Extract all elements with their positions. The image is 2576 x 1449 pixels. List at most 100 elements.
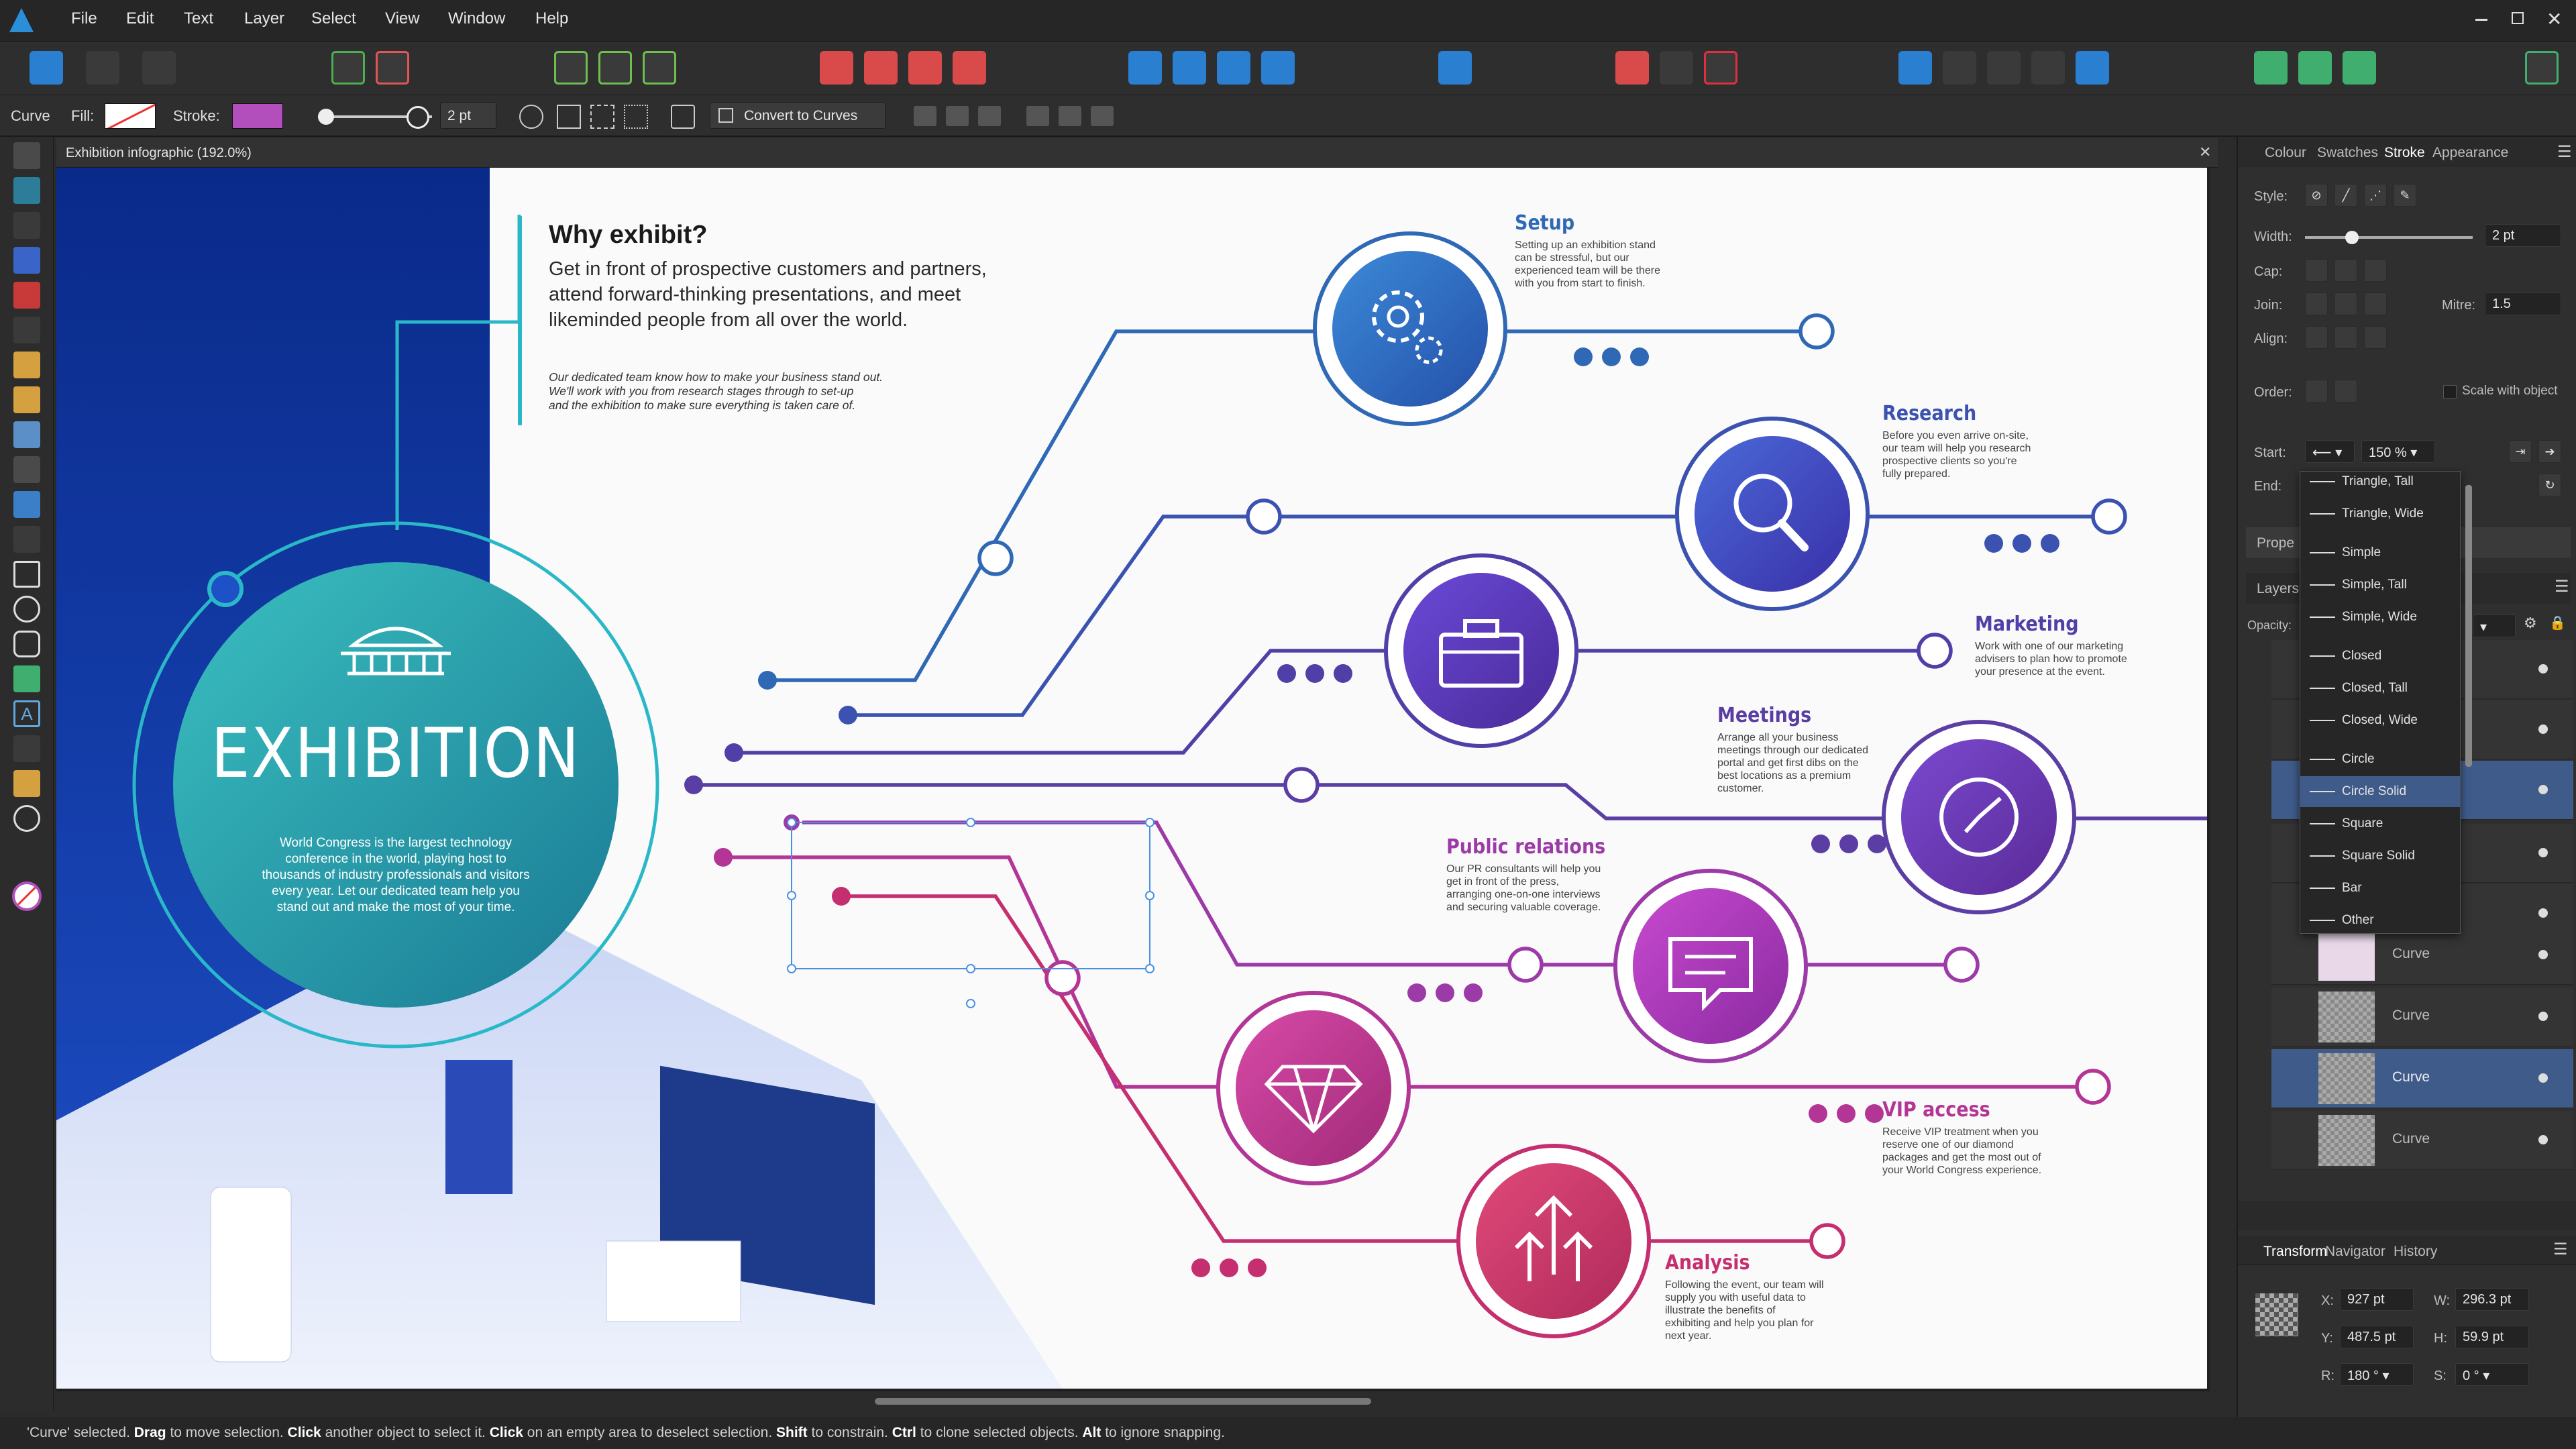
tab-history[interactable]: History	[2394, 1244, 2438, 1259]
arrange-group-icon[interactable]	[2076, 51, 2109, 85]
transparency-tool-icon[interactable]	[13, 456, 40, 483]
cycle-selection-icon[interactable]	[671, 105, 695, 129]
arrowhead-option[interactable]: Simple	[2300, 537, 2460, 568]
rotation-field[interactable]: 180 ° ▾	[2340, 1363, 2414, 1386]
w-field[interactable]: 296.3 pt	[2455, 1288, 2529, 1311]
boolean-divide-icon[interactable]	[953, 51, 986, 85]
join-bevel-icon[interactable]	[2364, 292, 2387, 315]
align-center-stroke-icon[interactable]	[2305, 326, 2328, 349]
flip-horizontal-icon[interactable]	[1128, 51, 1162, 85]
align-center-icon[interactable]	[946, 106, 969, 126]
arrowhead-option[interactable]: Closed, Tall	[2300, 673, 2460, 704]
assistant-icon[interactable]	[2254, 51, 2288, 85]
tab-navigator[interactable]: Navigator	[2325, 1244, 2385, 1259]
arrowhead-option[interactable]: Closed, Wide	[2300, 705, 2460, 736]
align-top-icon[interactable]	[1026, 106, 1049, 126]
layer-row[interactable]: Curve	[2271, 987, 2573, 1046]
stroke-swatch[interactable]	[232, 103, 283, 129]
scale-with-object-checkbox[interactable]	[2443, 385, 2457, 398]
flip-vertical-icon[interactable]	[1173, 51, 1206, 85]
join-round-icon[interactable]	[2334, 292, 2357, 315]
layers-menu-icon[interactable]: ☰	[2555, 578, 2569, 596]
tab-layers[interactable]: Layers	[2257, 581, 2300, 596]
arrowhead-option[interactable]: Circle Solid	[2300, 776, 2460, 807]
cap-square-icon[interactable]	[2364, 259, 2387, 282]
align-right-icon[interactable]	[978, 106, 1001, 126]
insert-inside-icon[interactable]	[643, 51, 676, 85]
layer-row-selected[interactable]: Curve	[2271, 1049, 2573, 1108]
transform-menu-icon[interactable]: ☰	[2553, 1240, 2568, 1258]
order-stroke-front-icon[interactable]	[2334, 380, 2357, 402]
arrange-forward-icon[interactable]	[1943, 51, 1976, 85]
width-slider[interactable]	[318, 106, 432, 129]
arrowhead-option[interactable]: Bar	[2300, 873, 2460, 904]
arrowhead-option[interactable]: Other	[2300, 905, 2460, 936]
place-image-tool-icon[interactable]	[13, 491, 40, 518]
colour-picker-tool-icon[interactable]	[13, 735, 40, 762]
tab-stroke[interactable]: Stroke	[2384, 145, 2425, 160]
boolean-intersect-icon[interactable]	[908, 51, 942, 85]
stroke-brush-icon[interactable]: ✎	[2394, 184, 2416, 207]
shear-field[interactable]: 0 ° ▾	[2455, 1363, 2529, 1386]
restore-button[interactable]	[2512, 12, 2524, 24]
rotate-right-icon[interactable]	[1261, 51, 1295, 85]
menu-help[interactable]: Help	[535, 9, 569, 28]
arrowhead-option[interactable]: Square	[2300, 808, 2460, 839]
arrowhead-option[interactable]: Simple, Tall	[2300, 570, 2460, 600]
pen-tool-icon[interactable]	[13, 317, 40, 343]
horizontal-scrollbar[interactable]	[875, 1398, 1371, 1405]
layer-settings-icon[interactable]: ⚙	[2524, 614, 2537, 631]
artboard-tool-icon[interactable]	[13, 177, 40, 204]
fill-swatch[interactable]	[105, 103, 156, 129]
dropdown-scrollbar[interactable]	[2465, 485, 2472, 767]
join-miter-icon[interactable]	[2305, 292, 2328, 315]
bounding-box-icon[interactable]	[557, 105, 581, 129]
h-field[interactable]: 59.9 pt	[2455, 1326, 2529, 1348]
align-outside-stroke-icon[interactable]	[2364, 326, 2387, 349]
insert-behind-icon[interactable]	[554, 51, 588, 85]
app-logo-icon[interactable]	[9, 8, 34, 32]
move-tool-icon[interactable]	[13, 142, 40, 169]
tab-colour[interactable]: Colour	[2265, 145, 2306, 160]
y-field[interactable]: 487.5 pt	[2340, 1326, 2414, 1348]
arrowhead-placement-icon[interactable]: ➔	[2538, 440, 2561, 463]
boolean-subtract-icon[interactable]	[864, 51, 898, 85]
align-inside-stroke-icon[interactable]	[2334, 326, 2357, 349]
rounded-rectangle-tool-icon[interactable]	[13, 631, 40, 657]
stroke-colour-well[interactable]	[12, 881, 42, 911]
arrange-back-icon[interactable]	[2031, 51, 2065, 85]
menu-file[interactable]: File	[71, 9, 97, 28]
layer-row[interactable]: Curve	[2271, 1111, 2573, 1170]
stroke-dashed-icon[interactable]: ⋰	[2364, 184, 2387, 207]
menu-layer[interactable]: Layer	[244, 9, 285, 28]
arrowhead-option[interactable]: Closed	[2300, 641, 2460, 672]
tab-swatches[interactable]: Swatches	[2317, 145, 2379, 160]
colour-picker-icon[interactable]	[2343, 51, 2376, 85]
transform-objects-icon[interactable]	[624, 105, 648, 129]
geometry-icon[interactable]	[1660, 51, 1693, 85]
convert-to-curves-button[interactable]: Convert to Curves	[710, 102, 885, 129]
rotate-left-icon[interactable]	[1217, 51, 1250, 85]
reset-arrowheads-icon[interactable]: ↻	[2538, 474, 2561, 496]
infographic-artboard[interactable]: EXHIBITION World Congress is the largest…	[56, 168, 2207, 1389]
width-field[interactable]: 2 pt	[440, 102, 496, 129]
close-document-icon[interactable]: ✕	[2199, 144, 2212, 160]
fill-colour-well[interactable]	[15, 884, 39, 908]
selection-bounding-box[interactable]	[787, 818, 1155, 1008]
menu-edit[interactable]: Edit	[126, 9, 154, 28]
preferences-icon[interactable]	[2298, 51, 2332, 85]
start-arrowhead-select[interactable]: ⟵ ▾	[2305, 440, 2355, 463]
blend-mode-select[interactable]: ▾	[2473, 614, 2516, 637]
tab-transform[interactable]: Transform	[2263, 1244, 2327, 1259]
measure-tool-icon[interactable]	[13, 770, 40, 797]
close-window-button[interactable]: ✕	[2546, 9, 2563, 30]
show-handles-icon[interactable]	[590, 105, 614, 129]
arrange-backward-icon[interactable]	[1987, 51, 2021, 85]
boolean-add-icon[interactable]	[820, 51, 853, 85]
text-tool-icon[interactable]: A	[13, 700, 40, 727]
tab-appearance[interactable]: Appearance	[2432, 145, 2509, 160]
width-panel-slider[interactable]	[2305, 231, 2473, 244]
cap-round-icon[interactable]	[2334, 259, 2357, 282]
designer-persona-icon[interactable]	[30, 51, 63, 85]
